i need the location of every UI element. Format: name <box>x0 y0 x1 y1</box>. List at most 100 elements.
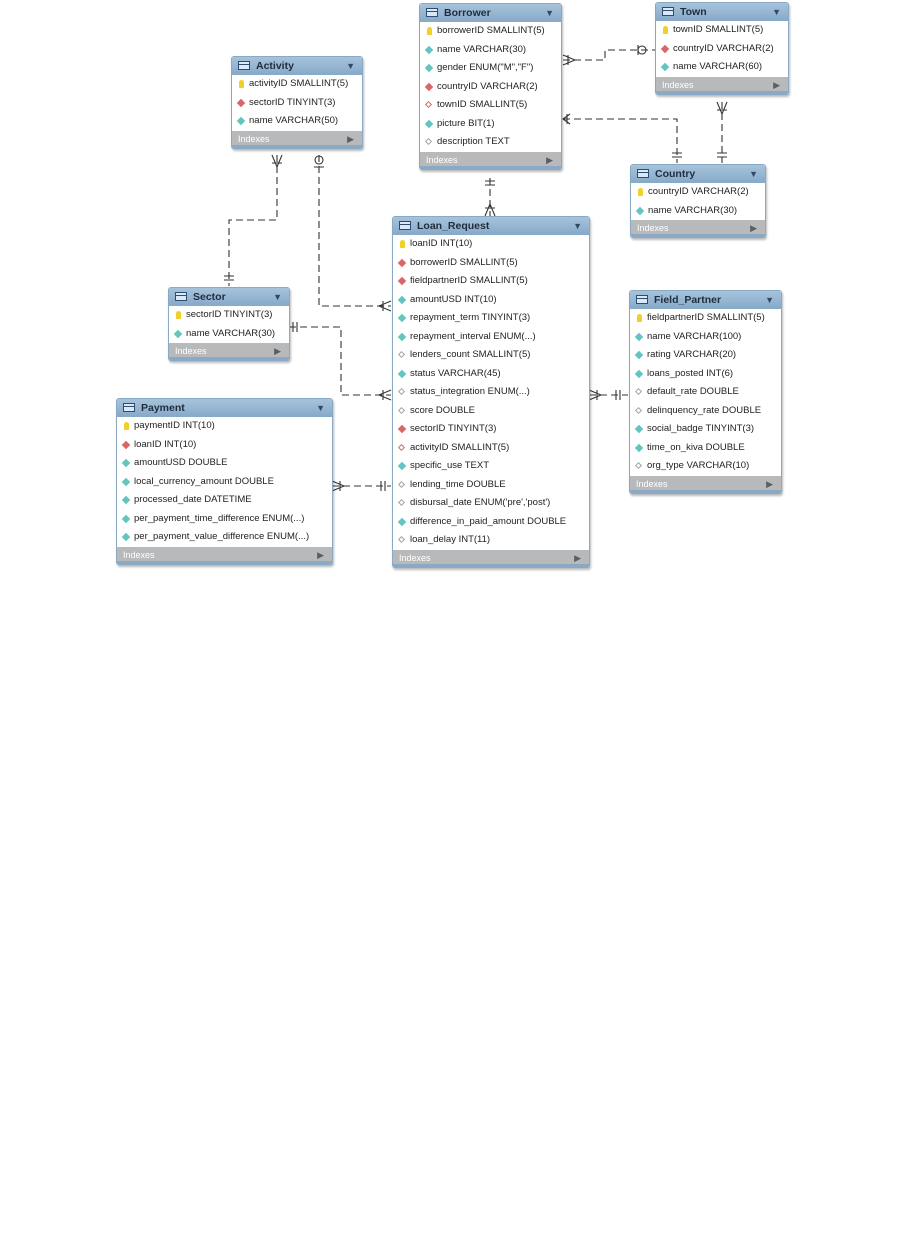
foreign-key-icon <box>424 82 434 91</box>
table-field-partner[interactable]: Field_Partner ▼ fieldpartnerID SMALLINT(… <box>629 290 782 494</box>
column-row[interactable]: org_type VARCHAR(10) <box>630 457 781 476</box>
expand-arrow-icon[interactable]: ▶ <box>766 478 773 489</box>
column-row[interactable]: picture BIT(1) <box>420 115 561 134</box>
column-row[interactable]: delinquency_rate DOUBLE <box>630 402 781 421</box>
column-row[interactable]: loans_posted INT(6) <box>630 365 781 384</box>
expand-arrow-icon[interactable]: ▶ <box>347 133 354 144</box>
table-header[interactable]: Loan_Request ▼ <box>393 217 589 235</box>
collapse-caret-icon[interactable]: ▼ <box>765 295 774 305</box>
column-row[interactable]: per_payment_value_difference ENUM(...) <box>117 528 332 547</box>
expand-arrow-icon[interactable]: ▶ <box>773 79 780 90</box>
table-header[interactable]: Sector ▼ <box>169 288 289 306</box>
column-row[interactable]: name VARCHAR(30) <box>631 202 765 221</box>
indexes-footer[interactable]: Indexes ▶ <box>656 76 788 94</box>
column-row[interactable]: borrowerID SMALLINT(5) <box>393 254 589 273</box>
column-row[interactable]: name VARCHAR(30) <box>420 41 561 60</box>
column-row[interactable]: loan_delay INT(11) <box>393 531 589 550</box>
column-label: name VARCHAR(30) <box>186 327 276 339</box>
column-row[interactable]: borrowerID SMALLINT(5) <box>420 22 561 41</box>
column-row[interactable]: per_payment_time_difference ENUM(...) <box>117 510 332 529</box>
column-row[interactable]: countryID VARCHAR(2) <box>656 40 788 59</box>
table-loan-request[interactable]: Loan_Request ▼ loanID INT(10)borrowerID … <box>392 216 590 568</box>
column-row[interactable]: name VARCHAR(30) <box>169 325 289 344</box>
column-row[interactable]: gender ENUM("M","F") <box>420 59 561 78</box>
column-row[interactable]: sectorID TINYINT(3) <box>393 420 589 439</box>
column-row[interactable]: lenders_count SMALLINT(5) <box>393 346 589 365</box>
column-row[interactable]: processed_date DATETIME <box>117 491 332 510</box>
table-header[interactable]: Field_Partner ▼ <box>630 291 781 309</box>
column-row[interactable]: sectorID TINYINT(3) <box>169 306 289 325</box>
column-row[interactable]: default_rate DOUBLE <box>630 383 781 402</box>
expand-arrow-icon[interactable]: ▶ <box>574 552 581 563</box>
column-row[interactable]: repayment_term TINYINT(3) <box>393 309 589 328</box>
column-row[interactable]: name VARCHAR(50) <box>232 112 362 131</box>
column-row[interactable]: disbursal_date ENUM('pre','post') <box>393 494 589 513</box>
column-row[interactable]: name VARCHAR(100) <box>630 328 781 347</box>
indexes-footer[interactable]: Indexes ▶ <box>232 130 362 148</box>
column-row[interactable]: status_integration ENUM(...) <box>393 383 589 402</box>
column-row[interactable]: repayment_interval ENUM(...) <box>393 328 589 347</box>
indexes-footer[interactable]: Indexes ▶ <box>630 475 781 493</box>
column-icon <box>634 332 644 341</box>
column-row[interactable]: score DOUBLE <box>393 402 589 421</box>
column-row[interactable]: rating VARCHAR(20) <box>630 346 781 365</box>
table-town[interactable]: Town ▼ townID SMALLINT(5)countryID VARCH… <box>655 2 789 95</box>
column-row[interactable]: countryID VARCHAR(2) <box>631 183 765 202</box>
column-row[interactable]: name VARCHAR(60) <box>656 58 788 77</box>
column-label: sectorID TINYINT(3) <box>410 423 497 434</box>
column-row[interactable]: fieldpartnerID SMALLINT(5) <box>630 309 781 328</box>
table-payment[interactable]: Payment ▼ paymentID INT(10)loanID INT(10… <box>116 398 333 565</box>
indexes-footer[interactable]: Indexes ▶ <box>420 151 561 169</box>
collapse-caret-icon[interactable]: ▼ <box>346 61 355 71</box>
collapse-caret-icon[interactable]: ▼ <box>273 292 282 302</box>
table-title: Field_Partner <box>654 294 722 306</box>
column-row[interactable]: amountUSD DOUBLE <box>117 454 332 473</box>
column-label: picture BIT(1) <box>437 117 495 129</box>
indexes-footer[interactable]: Indexes ▶ <box>631 220 765 237</box>
table-header[interactable]: Town ▼ <box>656 3 788 21</box>
expand-arrow-icon[interactable]: ▶ <box>750 223 757 233</box>
column-row[interactable]: loanID INT(10) <box>117 436 332 455</box>
collapse-caret-icon[interactable]: ▼ <box>316 403 325 413</box>
column-row[interactable]: specific_use TEXT <box>393 457 589 476</box>
table-header[interactable]: Country ▼ <box>631 165 765 183</box>
indexes-footer[interactable]: Indexes ▶ <box>117 546 332 564</box>
column-label: loans_posted INT(6) <box>647 367 734 379</box>
column-row[interactable]: countryID VARCHAR(2) <box>420 78 561 97</box>
expand-arrow-icon[interactable]: ▶ <box>546 154 553 165</box>
column-row[interactable]: lending_time DOUBLE <box>393 476 589 495</box>
column-row[interactable]: sectorID TINYINT(3) <box>232 94 362 113</box>
column-row[interactable]: loanID INT(10) <box>393 235 589 254</box>
expand-arrow-icon[interactable]: ▶ <box>274 346 281 356</box>
table-title: Borrower <box>444 7 491 19</box>
collapse-caret-icon[interactable]: ▼ <box>573 221 582 231</box>
table-activity[interactable]: Activity ▼ activityID SMALLINT(5)sectorI… <box>231 56 363 149</box>
indexes-footer[interactable]: Indexes ▶ <box>169 343 289 360</box>
collapse-caret-icon[interactable]: ▼ <box>772 7 781 17</box>
column-row[interactable]: activityID SMALLINT(5) <box>393 439 589 458</box>
expand-arrow-icon[interactable]: ▶ <box>317 549 324 560</box>
table-borrower[interactable]: Borrower ▼ borrowerID SMALLINT(5)name VA… <box>419 3 562 170</box>
column-row[interactable]: difference_in_paid_amount DOUBLE <box>393 513 589 532</box>
column-row[interactable]: local_currency_amount DOUBLE <box>117 473 332 492</box>
column-row[interactable]: townID SMALLINT(5) <box>420 96 561 115</box>
column-row[interactable]: social_badge TINYINT(3) <box>630 420 781 439</box>
table-country[interactable]: Country ▼ countryID VARCHAR(2)name VARCH… <box>630 164 766 238</box>
column-row[interactable]: activityID SMALLINT(5) <box>232 75 362 94</box>
column-row[interactable]: townID SMALLINT(5) <box>656 21 788 40</box>
column-row[interactable]: amountUSD INT(10) <box>393 291 589 310</box>
collapse-caret-icon[interactable]: ▼ <box>545 8 554 18</box>
column-label: per_payment_value_difference ENUM(...) <box>134 531 310 542</box>
indexes-footer[interactable]: Indexes ▶ <box>393 549 589 567</box>
primary-key-icon <box>124 422 129 430</box>
table-sector[interactable]: Sector ▼ sectorID TINYINT(3) name VARCHAR… <box>168 287 290 361</box>
table-header[interactable]: Activity ▼ <box>232 57 362 75</box>
table-header[interactable]: Borrower ▼ <box>420 4 561 22</box>
column-row[interactable]: description TEXT <box>420 133 561 152</box>
column-row[interactable]: status VARCHAR(45) <box>393 365 589 384</box>
column-row[interactable]: fieldpartnerID SMALLINT(5) <box>393 272 589 291</box>
collapse-caret-icon[interactable]: ▼ <box>749 169 758 179</box>
table-header[interactable]: Payment ▼ <box>117 399 332 417</box>
column-row[interactable]: paymentID INT(10) <box>117 417 332 436</box>
column-row[interactable]: time_on_kiva DOUBLE <box>630 439 781 458</box>
